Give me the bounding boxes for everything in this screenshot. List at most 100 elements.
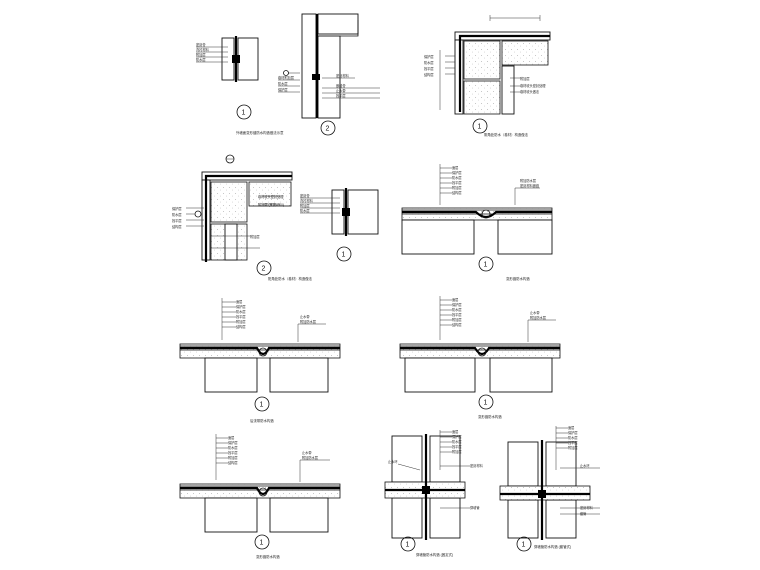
d6-note-0: 面层: [452, 165, 458, 170]
d6-note-3: 找平层: [452, 180, 462, 185]
d9-note-5: 结构层: [228, 460, 238, 465]
d3-note-2: 找平层: [424, 66, 434, 71]
d3-note-1: 防水层: [424, 60, 434, 65]
d10-callout: 1: [406, 542, 410, 549]
d11-caption: 穿墙管防水构造 (套管式): [534, 544, 571, 549]
d4-callout: 2: [262, 266, 266, 273]
d1-note-0: 密封膏: [196, 42, 206, 47]
d10-note-0: 面层: [452, 429, 458, 434]
d6-note-4: 附加层: [452, 185, 462, 190]
detail-d4: 保护层 防水层 找平层 结构层 附加层 卷材收头密封处理 附加层 (宽度≥500…: [172, 154, 313, 281]
d7-note-3: 找平层: [236, 314, 246, 319]
d5-note-3: 防水层: [300, 208, 310, 213]
d6-callout: 1: [484, 262, 488, 269]
d7-callout: 1: [260, 402, 264, 409]
d10-note-6: 密封材料: [470, 463, 484, 468]
d7-note-6: 止水带: [300, 314, 310, 319]
d7-caption: 后浇带防水构造: [250, 418, 274, 423]
d3-caption: 阴角处防水（卷材）构造做法: [484, 132, 529, 137]
detail-d7: 面层 保护层 防水层 找平层 附加层 结构层 止水带 附加防水层 1 后浇带防水…: [179, 298, 341, 423]
d8-note-7: 附加防水层: [530, 315, 546, 320]
d1-callout: 1: [242, 110, 246, 117]
d10-note-5: 止水环: [388, 459, 398, 464]
d8-note-5: 结构层: [452, 322, 462, 327]
d11-note-7: 套管: [580, 511, 586, 516]
d8-note-0: 面层: [452, 297, 458, 302]
detail-d6: 面层 保护层 防水层 找平层 附加层 结构层 附加防水层 密封材料嵌缝 1 变形…: [401, 164, 553, 281]
d4-note-4: 附加层: [250, 234, 260, 239]
d2-note-5: 止水带: [336, 88, 346, 93]
d8-note-3: 找平层: [452, 312, 462, 317]
detail-d1: 密封膏 背衬材料 附加层 防水层 1 外墙面变形缝防水构造做法示意: [196, 36, 284, 135]
d7-note-4: 附加层: [236, 319, 246, 324]
d4-note-0: 保护层: [172, 206, 182, 211]
detail-d3: 保护层 防水层 找平层 结构层 附加层 卷材收头密封处理 卷材收头做法 1 阴角…: [424, 15, 551, 137]
d10-note-4: 附加层: [452, 449, 462, 454]
d8-note-2: 防水层: [452, 307, 462, 312]
d9-note-3: 找平层: [228, 450, 238, 455]
d7-note-2: 防水层: [236, 309, 246, 314]
detail-d9: 面层 保护层 防水层 找平层 附加层 结构层 止水带 附加防水层 1 变形缝防水…: [179, 434, 341, 559]
d6-caption: 变形缝防水构造: [506, 276, 530, 281]
d11-callout: 1: [522, 542, 526, 549]
d3-note-3: 结构层: [424, 72, 434, 77]
d1-note-1: 背衬材料: [196, 47, 210, 52]
d9-note-1: 保护层: [228, 440, 238, 445]
detail-d10: 面层 保护层 防水层 找平层 附加层 止水环 密封材料 穿墙管 1 穿墙管防水构…: [384, 429, 484, 557]
d9-note-4: 附加层: [228, 455, 238, 460]
d8-note-6: 止水带: [530, 310, 540, 315]
d3-note-4: 附加层: [520, 76, 530, 81]
d2-note-4: 嵌缝膏: [336, 83, 346, 88]
d5-note-1: 背衬材料: [300, 198, 314, 203]
d5-note-0: 密封膏: [300, 193, 310, 198]
d11-note-3: 找平层: [568, 440, 578, 445]
d9-note-0: 面层: [228, 435, 234, 440]
d9-note-7: 附加防水层: [302, 455, 318, 460]
detail-d8: 面层 保护层 防水层 找平层 附加层 结构层 止水带 附加防水层 1 变形缝防水…: [399, 296, 561, 419]
d11-note-2: 防水层: [568, 435, 578, 440]
d2-note-0: 卷材附加层: [278, 75, 294, 80]
d10-note-7: 穿墙管: [470, 505, 480, 510]
d8-note-1: 保护层: [452, 302, 462, 307]
d11-note-1: 保护层: [568, 430, 578, 435]
d1-note-2: 附加层: [196, 52, 206, 57]
d4-note-2: 找平层: [172, 218, 182, 223]
detail-d5: 密封膏 背衬材料 附加层 防水层 1: [300, 188, 379, 262]
d7-note-5: 结构层: [236, 324, 246, 329]
d11-note-5: 止水环: [580, 463, 590, 468]
d1-caption: 外墙面变形缝防水构造做法示意: [236, 130, 284, 135]
d11-note-6: 密封材料: [580, 505, 594, 510]
d10-note-3: 找平层: [452, 444, 462, 449]
detail-d11: 面层 保护层 防水层 找平层 附加层 止水环 密封材料 套管 1 穿墙管防水构造…: [499, 425, 600, 552]
d11-note-4: 附加层: [568, 445, 578, 450]
d2-callout: 2: [326, 126, 330, 133]
d3-callout: 1: [478, 124, 482, 131]
d9-callout: 1: [260, 540, 264, 547]
d4-caption: 阳角处防水（卷材）构造做法: [268, 276, 313, 281]
d7-note-1: 保护层: [236, 304, 246, 309]
d5-callout: 1: [342, 252, 346, 259]
d6-note-1: 保护层: [452, 170, 462, 175]
d3-note-6: 卷材收头做法: [520, 89, 539, 94]
d7-note-7: 附加防水层: [300, 319, 316, 324]
d5-note-2: 附加层: [300, 203, 310, 208]
d4-note-6: 附加层 (宽度≥500): [258, 202, 284, 207]
d6-note-7: 密封材料嵌缝: [520, 183, 540, 188]
d10-note-2: 防水层: [452, 439, 462, 444]
d11-note-0: 面层: [568, 425, 574, 430]
d8-caption: 变形缝防水构造: [478, 414, 502, 419]
d9-note-2: 防水层: [228, 445, 238, 450]
d8-callout: 1: [484, 400, 488, 407]
d10-caption: 穿墙管防水构造 (固定式): [416, 552, 453, 557]
d3-note-5: 卷材收头密封处理: [520, 83, 546, 88]
d4-note-3: 结构层: [172, 224, 182, 229]
d4-note-5: 卷材收头密封处理: [258, 194, 284, 199]
detail-d2: 卷材附加层 防水层 保护层 密封材料 嵌缝膏 止水带 找平层 2: [278, 13, 380, 136]
d10-note-1: 保护层: [452, 434, 462, 439]
d6-note-2: 防水层: [452, 175, 462, 180]
d7-note-0: 面层: [236, 299, 242, 304]
d3-note-0: 保护层: [424, 54, 434, 59]
d2-note-3: 密封材料: [336, 73, 350, 78]
d4-note-1: 防水层: [172, 212, 182, 217]
